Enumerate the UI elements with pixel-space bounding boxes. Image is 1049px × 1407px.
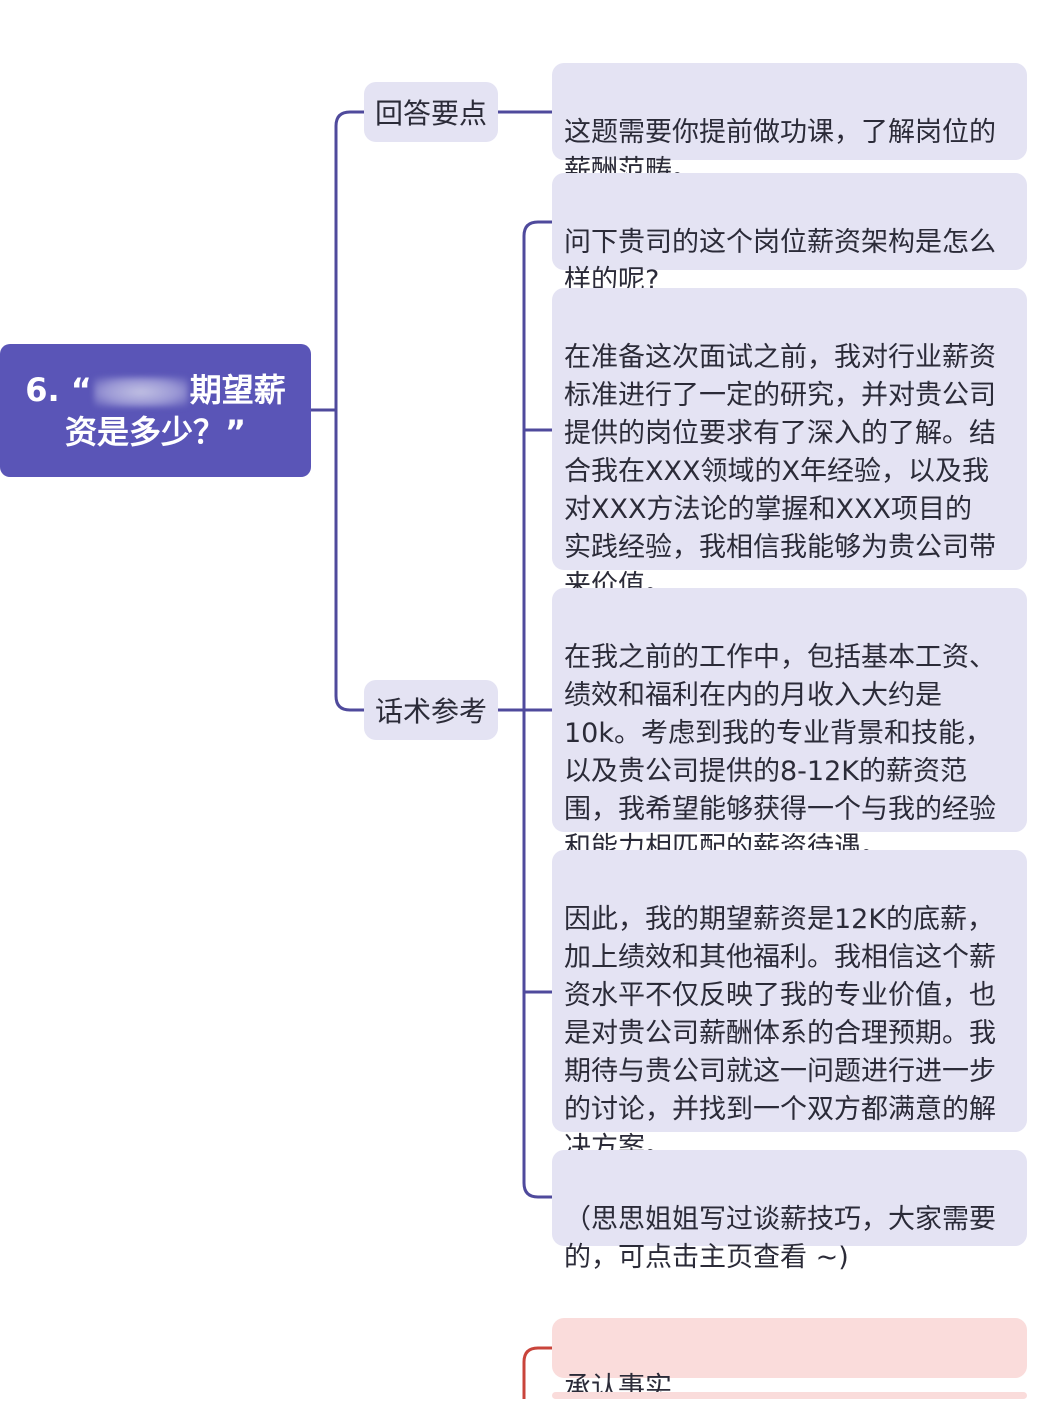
category-label: 回答要点 — [374, 97, 487, 130]
leaf-node-4[interactable]: 在我之前的工作中，包括基本工资、 绩效和福利在内的月收入大约是 10k。考虑到我… — [552, 588, 1027, 863]
leaf-node-1[interactable]: 这题需要你提前做功课，了解岗位的 薪酬范畴。 — [552, 63, 1027, 186]
leaf-node-3[interactable]: 在准备这次面试之前，我对行业薪资 标准进行了一定的研究，并对贵公司 提供的岗位要… — [552, 288, 1027, 601]
leaf-text: 在我之前的工作中，包括基本工资、 绩效和福利在内的月收入大约是 10k。考虑到我… — [564, 642, 996, 863]
root-title-line2: 资是多少？” — [64, 412, 247, 451]
root-title-line1-end: 期望薪 — [189, 370, 286, 409]
leaf-node-6[interactable]: （思思姐姐写过谈薪技巧，大家需要 的，可点击主页查看 ~) — [552, 1150, 1027, 1273]
leaf-node-partial — [552, 1392, 1027, 1399]
leaf-text: 因此，我的期望薪资是12K的底薪， 加上绩效和其他福利。我相信这个薪 资水平不仅… — [564, 904, 996, 1163]
leaf-node-acknowledge-facts[interactable]: 承认事实 — [552, 1318, 1027, 1403]
connector-root-to-cat-2 — [334, 410, 364, 712]
category-label: 话术参考 — [374, 695, 487, 728]
blurred-text — [93, 376, 188, 407]
root-node[interactable]: 6. “ 期望薪 资是多少？” — [0, 344, 311, 477]
connector-cat-2-spine — [522, 220, 552, 1199]
connector-red-branch — [522, 1346, 552, 1399]
connector-root-to-cat-1 — [334, 110, 364, 410]
leaf-text: （思思姐姐写过谈薪技巧，大家需要 的，可点击主页查看 ~) — [564, 1204, 996, 1273]
root-title: 6. “ 期望薪 资是多少？” — [25, 369, 286, 453]
leaf-node-5[interactable]: 因此，我的期望薪资是12K的底薪， 加上绩效和其他福利。我相信这个薪 资水平不仅… — [552, 850, 1027, 1163]
leaf-text: 在准备这次面试之前，我对行业薪资 标准进行了一定的研究，并对贵公司 提供的岗位要… — [564, 342, 996, 601]
root-title-prefix: 6. “ — [25, 370, 92, 409]
leaf-text: 这题需要你提前做功课，了解岗位的 薪酬范畴。 — [564, 117, 996, 186]
category-script-reference[interactable]: 话术参考 — [364, 680, 498, 740]
leaf-node-2[interactable]: 问下贵司的这个岗位薪资架构是怎么 样的呢? — [552, 173, 1027, 296]
category-answer-points[interactable]: 回答要点 — [364, 82, 498, 142]
